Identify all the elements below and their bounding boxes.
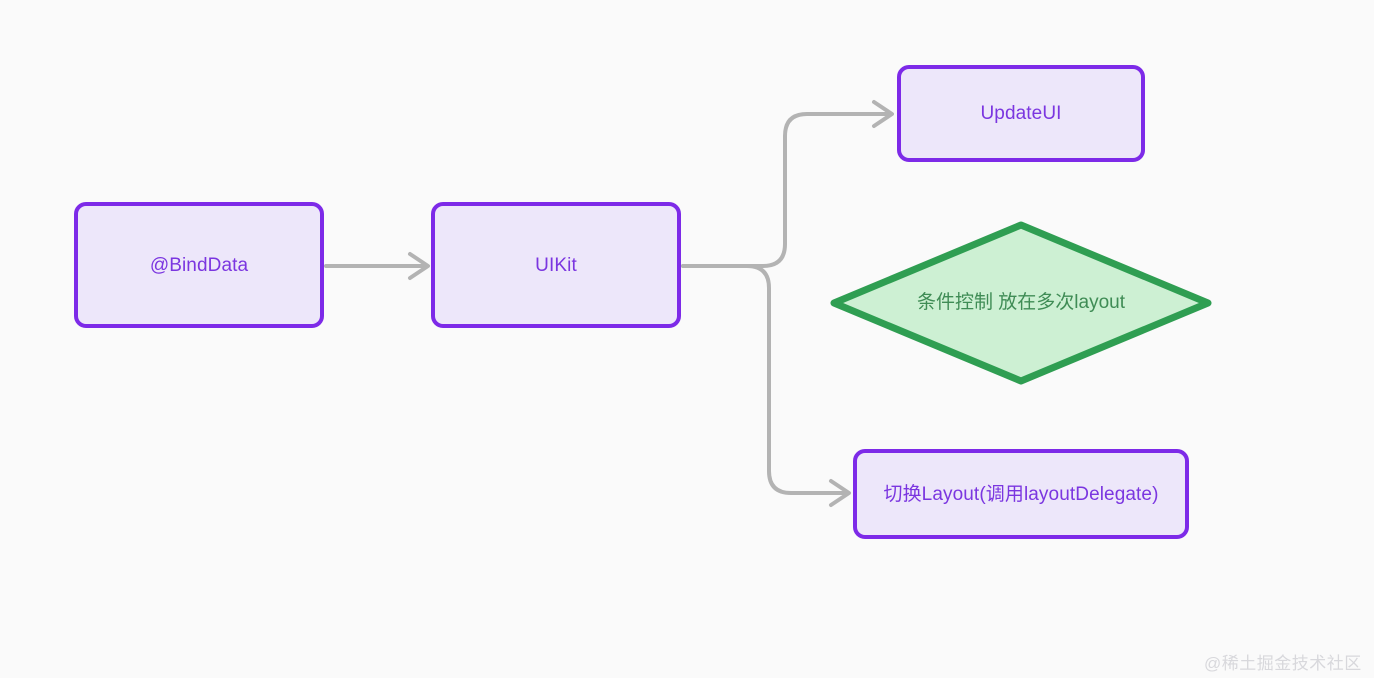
- edge-uikit-to-switch-layout-arrowhead: [829, 479, 851, 507]
- node-switch-layout[interactable]: 切换Layout(调用layoutDelegate): [853, 449, 1189, 539]
- watermark: @稀土掘金技术社区: [1204, 654, 1362, 673]
- edge-uikit-to-switch-layout-line: [681, 264, 847, 495]
- node-condition[interactable]: 条件控制 放在多次layout: [830, 221, 1212, 385]
- node-bind-data[interactable]: @BindData: [74, 202, 324, 328]
- edge-uikit-to-update-ui-arrowhead: [872, 100, 894, 128]
- node-uikit-label: UIKit: [535, 254, 577, 276]
- node-uikit[interactable]: UIKit: [431, 202, 681, 328]
- node-bind-data-label: @BindData: [149, 254, 249, 276]
- node-update-ui[interactable]: UpdateUI: [897, 65, 1145, 162]
- node-condition-label: 条件控制 放在多次layout: [917, 292, 1125, 313]
- edge-bind-data-to-uikit-arrowhead: [408, 252, 430, 280]
- diamond-shape: [830, 221, 1212, 385]
- node-update-ui-label: UpdateUI: [980, 103, 1062, 124]
- node-switch-layout-label: 切换Layout(调用layoutDelegate): [883, 483, 1159, 505]
